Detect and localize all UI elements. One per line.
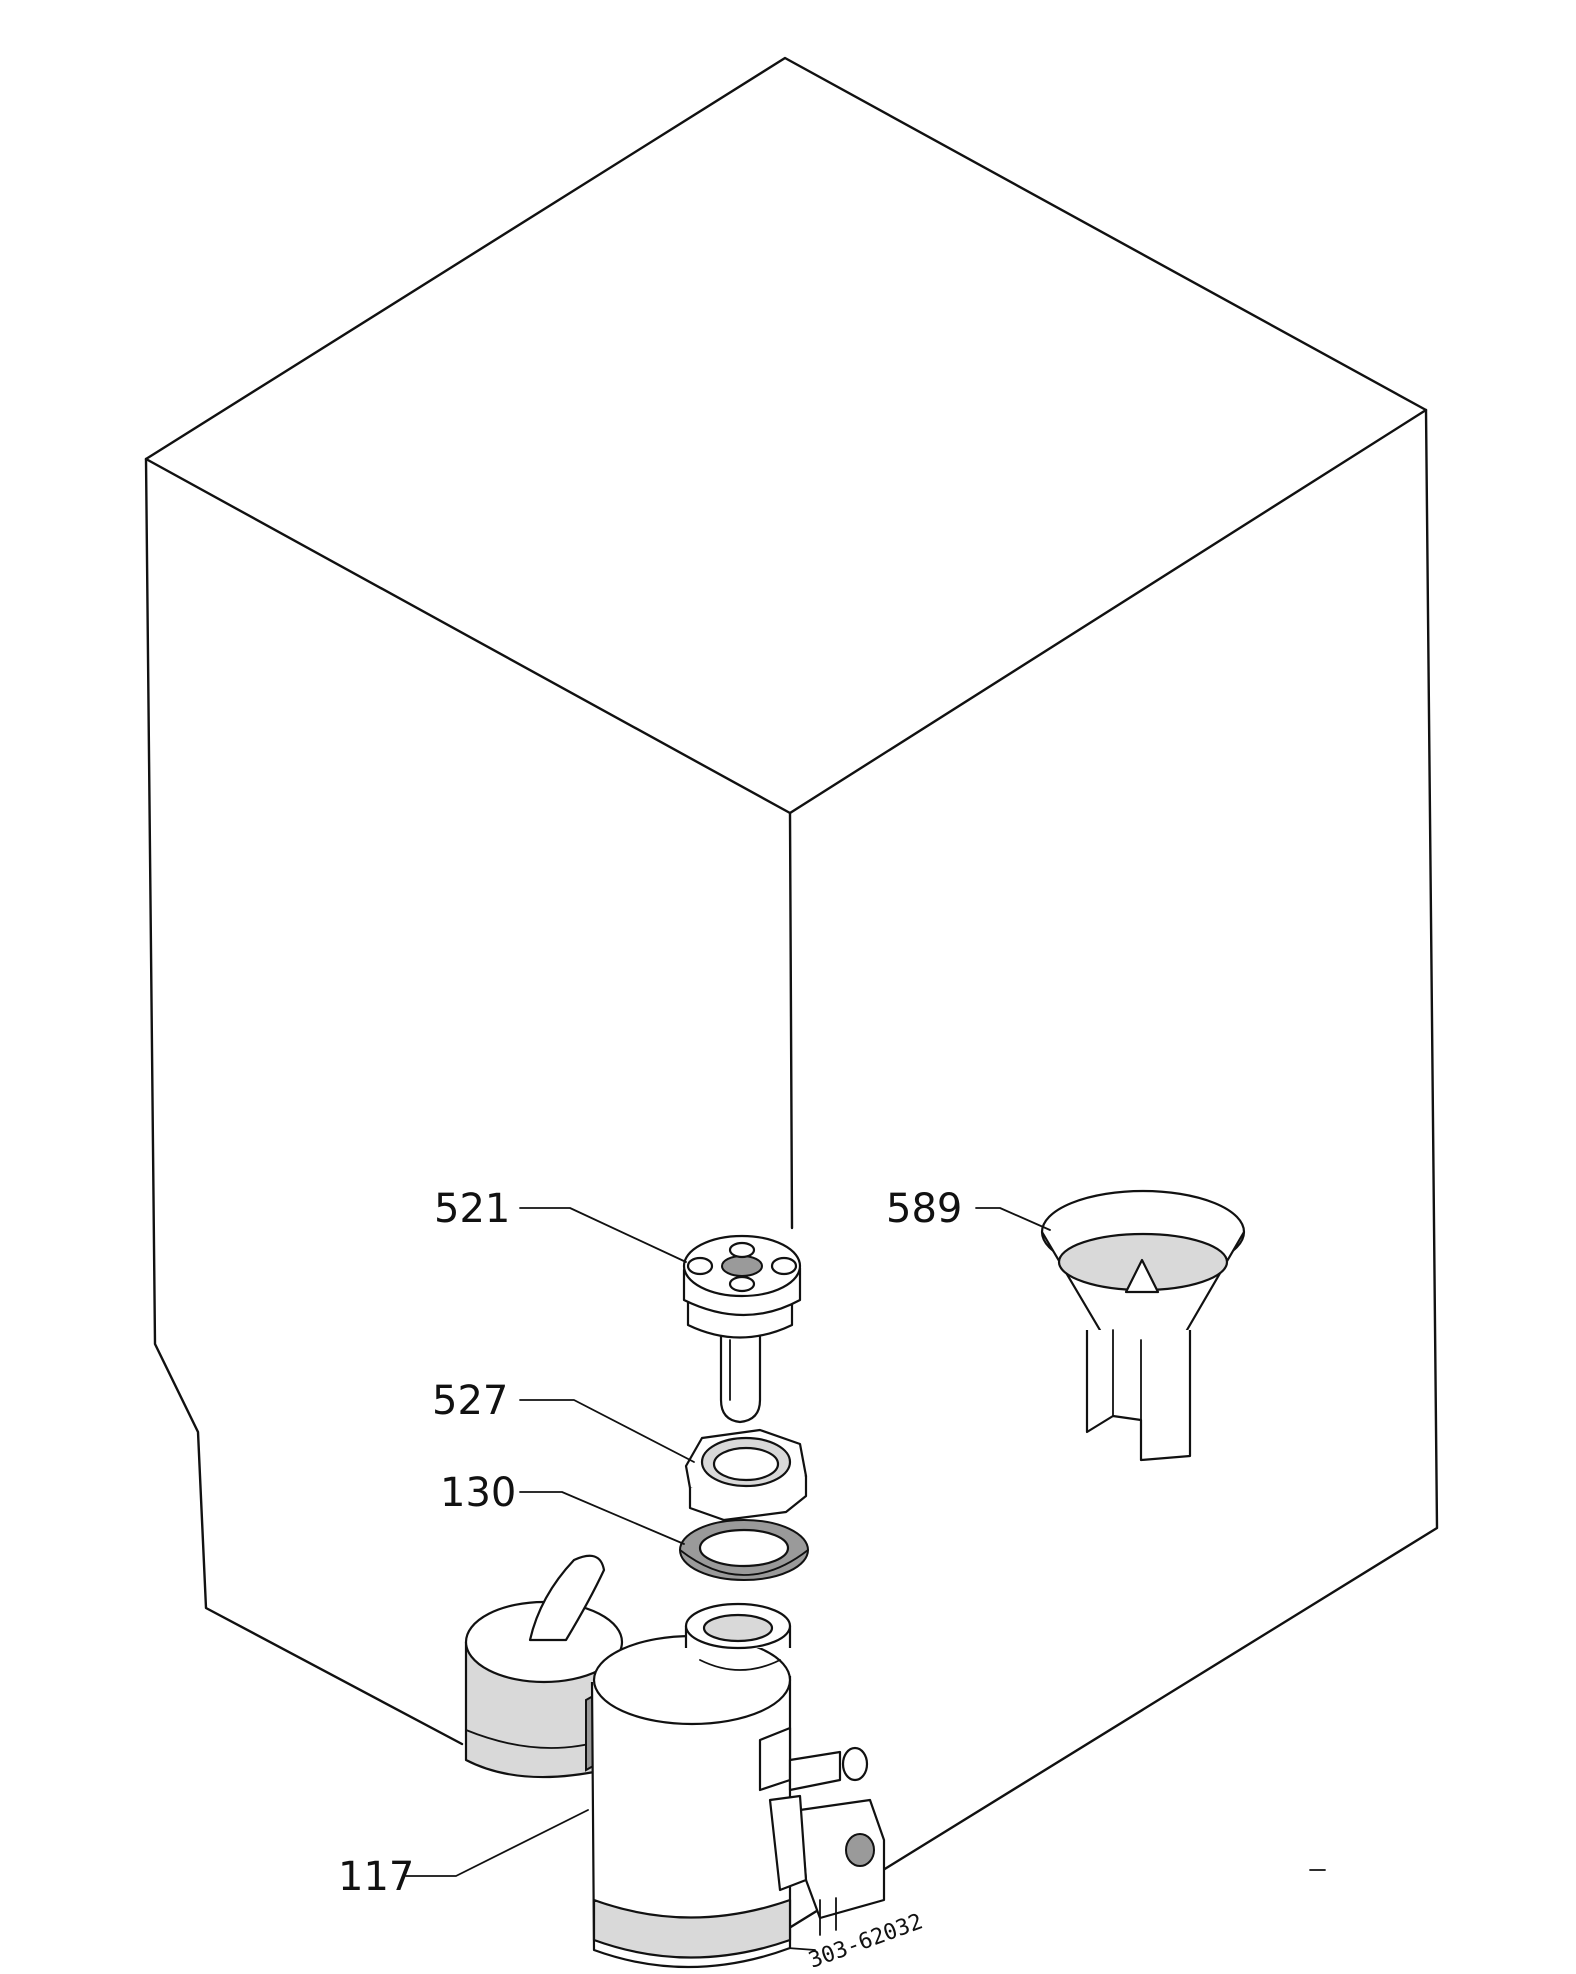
callout-label-589: 589 <box>886 1186 962 1232</box>
part-117-softener-assembly <box>464 1554 886 1969</box>
callout-label-117: 117 <box>338 1854 414 1900</box>
leader-521 <box>519 1207 687 1263</box>
callout-label-521: 521 <box>434 1186 510 1232</box>
leader-527 <box>519 1399 695 1463</box>
cabinet-outline <box>144 56 1439 1951</box>
callout-leaders <box>405 1207 1051 1877</box>
callout-label-130: 130 <box>440 1470 516 1516</box>
callout-labels: 521 527 130 117 589 <box>338 1186 962 1900</box>
leader-130 <box>519 1491 685 1545</box>
part-521-knob <box>682 1234 802 1424</box>
part-130-ring-seal <box>679 1519 809 1581</box>
leader-589 <box>975 1207 1051 1231</box>
callout-label-527: 527 <box>432 1378 508 1424</box>
part-527-hex-nut <box>684 1428 808 1522</box>
part-589-funnel <box>1040 1189 1246 1462</box>
leader-117 <box>405 1809 589 1877</box>
drawing-code: 303-62032 <box>806 1909 927 1973</box>
